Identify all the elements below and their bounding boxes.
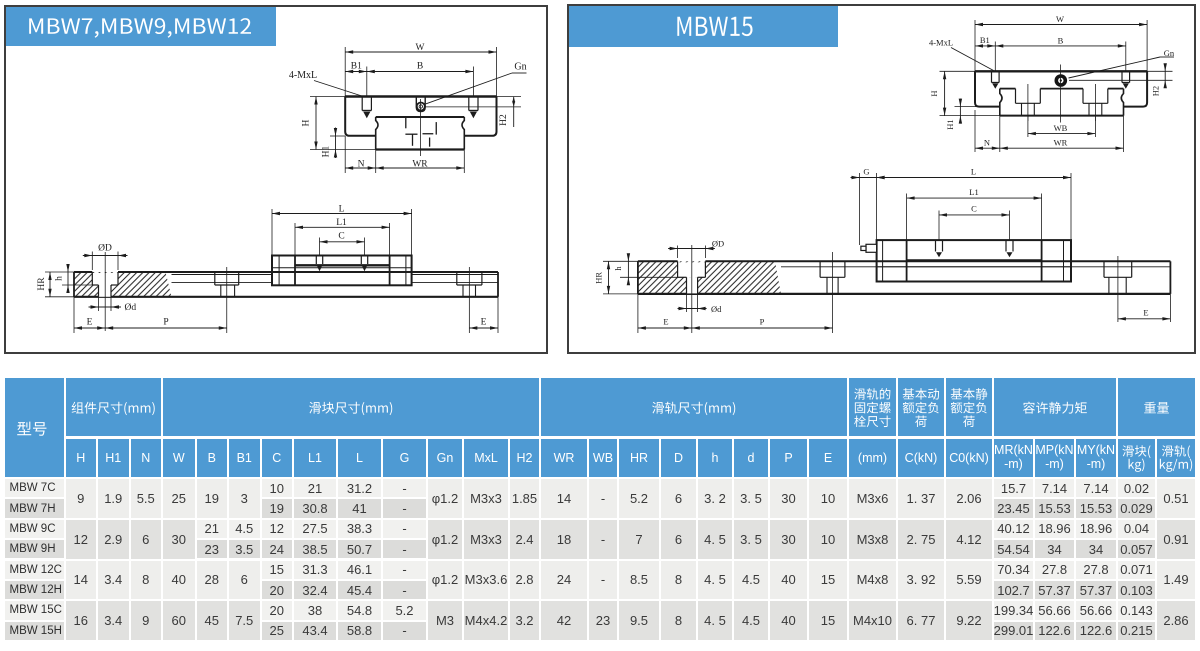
svg-text:L: L: [971, 167, 976, 177]
svg-text:N: N: [358, 160, 365, 170]
svg-text:h: h: [613, 266, 623, 271]
svg-text:B: B: [417, 61, 423, 71]
svg-text:WB: WB: [1054, 123, 1068, 133]
svg-text:B1: B1: [351, 61, 362, 71]
svg-text:B1: B1: [980, 35, 990, 45]
svg-text:E: E: [87, 317, 93, 327]
svg-text:L1: L1: [969, 187, 978, 197]
svg-text:HR: HR: [594, 272, 604, 284]
svg-text:WR: WR: [412, 160, 428, 170]
svg-text:E: E: [1143, 307, 1148, 317]
svg-text:H2: H2: [1151, 86, 1161, 96]
svg-text:W: W: [1056, 14, 1064, 24]
svg-text:WR: WR: [1054, 137, 1068, 147]
svg-text:N: N: [984, 137, 990, 147]
svg-text:H1: H1: [945, 119, 955, 129]
svg-text:G: G: [863, 167, 869, 177]
svg-text:HR: HR: [37, 277, 47, 291]
svg-text:Gn: Gn: [514, 61, 526, 72]
svg-text:Ød: Ød: [711, 304, 722, 314]
svg-text:4-MxL: 4-MxL: [289, 70, 317, 81]
svg-text:h: h: [54, 276, 64, 281]
svg-text:Gn: Gn: [1164, 48, 1175, 58]
svg-text:H: H: [301, 119, 311, 126]
svg-text:E: E: [481, 318, 487, 328]
svg-text:L1: L1: [336, 218, 347, 228]
svg-text:P: P: [760, 316, 765, 326]
svg-text:C: C: [971, 204, 977, 214]
svg-text:L: L: [339, 204, 345, 214]
svg-text:Ød: Ød: [125, 303, 137, 313]
svg-text:W: W: [416, 43, 425, 53]
svg-text:B: B: [1058, 35, 1064, 45]
svg-text:C: C: [338, 231, 344, 241]
svg-text:ØD: ØD: [712, 239, 724, 249]
svg-text:ØD: ØD: [98, 244, 112, 254]
svg-text:E: E: [663, 316, 668, 326]
svg-text:H2: H2: [499, 114, 509, 126]
svg-text:H1: H1: [321, 145, 331, 157]
svg-text:H: H: [929, 90, 939, 96]
svg-text:P: P: [163, 317, 168, 327]
svg-text:4-MxL: 4-MxL: [929, 38, 953, 48]
